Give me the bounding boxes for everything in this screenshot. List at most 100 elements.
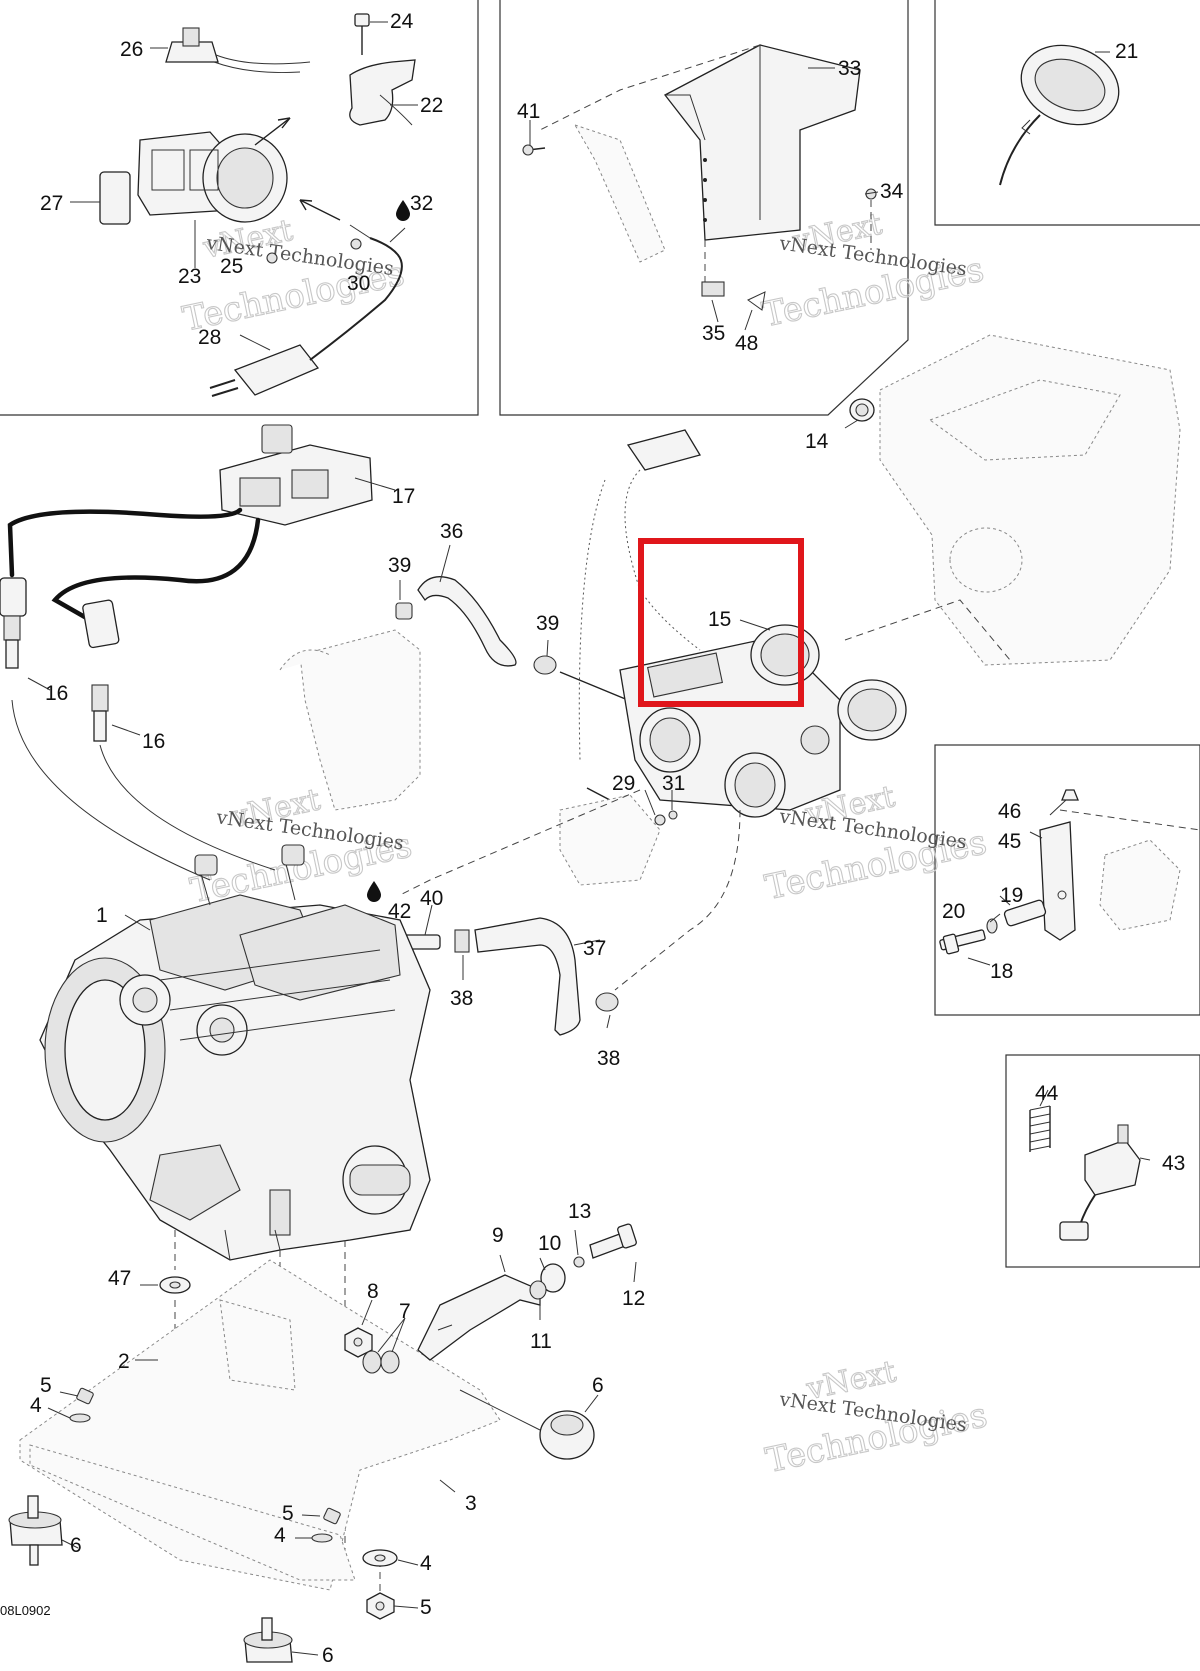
part-6-rubber-mount-bottom: [243, 1617, 293, 1663]
part-35-clip: [701, 281, 725, 297]
part-5-nut-bottom: [366, 1592, 395, 1620]
part-23-switch-housing: [137, 117, 291, 223]
throttle-dash-links: [399, 789, 741, 991]
callout-45: 45: [998, 830, 1021, 853]
panel-top-center: [499, 0, 909, 416]
part-14-grommet: [849, 398, 875, 422]
callout-6-left: 6: [70, 1534, 82, 1557]
part-16-spark-plug-left: [0, 577, 27, 669]
panel-top-left: [0, 0, 479, 416]
callout-22: 22: [420, 94, 443, 117]
part-10-11-spacer: [529, 1263, 566, 1300]
highlight-box-part-15: [638, 538, 804, 707]
callout-21: 21: [1115, 40, 1138, 63]
callout-18: 18: [990, 960, 1013, 983]
part-24-screw: [354, 13, 370, 55]
part-20-washer: [986, 918, 998, 934]
spark-plug-wire-links: [11, 699, 276, 881]
part-7-washers: [362, 1350, 400, 1374]
callout-5-left: 5: [40, 1374, 52, 1397]
callout-1: 1: [96, 904, 108, 927]
callout-19: 19: [1000, 884, 1023, 907]
callout-48: 48: [735, 332, 758, 355]
part-33-ghost-plate: [573, 124, 666, 263]
part-28-module: [209, 199, 403, 397]
callout-33: 33: [838, 57, 861, 80]
callout-4-center: 4: [274, 1524, 286, 1547]
part-18-bolt: [939, 929, 986, 955]
part-26-connector: [165, 27, 311, 74]
callout-40: 40: [420, 887, 443, 910]
callout-17: 17: [392, 485, 415, 508]
callout-47: 47: [108, 1267, 131, 1290]
coolant-tank-ghost: [279, 629, 421, 811]
part-16-spark-plug-right: [82, 599, 120, 742]
part-48-clip: [747, 291, 766, 311]
airbox-ghost: [844, 334, 1181, 666]
callout-26: 26: [120, 38, 143, 61]
part-15-boot-lower: [837, 679, 907, 741]
part-27-cover: [70, 171, 131, 225]
part-36-hose: [417, 576, 517, 667]
part-4-5-center-hardware: [311, 1507, 341, 1543]
callout-36: 36: [440, 520, 463, 543]
part-9-bracket: [417, 1274, 541, 1361]
callout-5-bottom: 5: [420, 1596, 432, 1619]
part-19-spacer: [1003, 899, 1047, 927]
part-25-30-small-parts: [266, 238, 362, 264]
callout-32: 32: [410, 192, 433, 215]
callout-2: 2: [118, 1350, 130, 1373]
callout-23: 23: [178, 265, 201, 288]
panel-right-middle: [934, 744, 1200, 1016]
callout-27: 27: [40, 192, 63, 215]
part-4-5-left-hardware: [69, 1387, 94, 1423]
callout-numbers: 26 24 22 27 32 25 30 23 28 41 33 34 35 4…: [30, 10, 1185, 1667]
callout-20: 20: [942, 900, 965, 923]
part-22-key-lever: [349, 59, 416, 126]
callout-9: 9: [492, 1224, 504, 1247]
part-15-throttle-body: [619, 639, 841, 818]
part-6-rubber-mount-left: [8, 1495, 63, 1566]
part-4-washer-bottom: [362, 1549, 398, 1567]
callout-10: 10: [538, 1232, 561, 1255]
part-43-sensor: [1059, 1124, 1141, 1241]
panel-top-right: [934, 0, 1200, 226]
callout-39-lower: 39: [536, 612, 559, 635]
callout-37: 37: [583, 937, 606, 960]
callout-28: 28: [198, 326, 221, 349]
callout-43: 43: [1162, 1152, 1185, 1175]
callout-29: 29: [612, 772, 635, 795]
panel-right-lower: [1005, 1054, 1200, 1268]
panel-frames: [0, 0, 1200, 1268]
part-39-clamp-upper: [395, 602, 413, 620]
part-8-nut: [344, 1327, 373, 1358]
part-45-ghost-part: [1059, 809, 1200, 931]
callout-11: 11: [530, 1330, 552, 1353]
part-12-13-bolt: [573, 1223, 637, 1268]
callout-8: 8: [367, 1280, 379, 1303]
part-21-handle: [999, 44, 1120, 186]
callout-34: 34: [880, 180, 904, 203]
part-45-bracket: [1039, 821, 1076, 941]
callout-42: 42: [388, 900, 411, 923]
callout-5-center: 5: [282, 1502, 294, 1525]
part-38-clamp-right: [595, 992, 619, 1012]
callout-31: 31: [662, 772, 685, 795]
part-47-washer: [159, 1276, 191, 1294]
callout-4-bottom: 4: [420, 1552, 432, 1575]
part-42-drop-icon: [367, 881, 381, 902]
callout-13: 13: [568, 1200, 591, 1223]
callout-3: 3: [465, 1492, 477, 1515]
callout-38-left: 38: [450, 987, 473, 1010]
callout-30: 30: [347, 272, 370, 295]
callout-16-left: 16: [45, 682, 68, 705]
callout-15: 15: [708, 608, 731, 631]
callout-38-right: 38: [597, 1047, 620, 1070]
part-32-drop-icon: [396, 200, 410, 221]
part-6-rubber-mount-mid: [459, 1389, 595, 1460]
callout-24: 24: [390, 10, 414, 33]
callout-14: 14: [805, 430, 829, 453]
leader-lines: [27, 21, 1151, 1656]
part-33-heat-shield: [539, 44, 861, 290]
